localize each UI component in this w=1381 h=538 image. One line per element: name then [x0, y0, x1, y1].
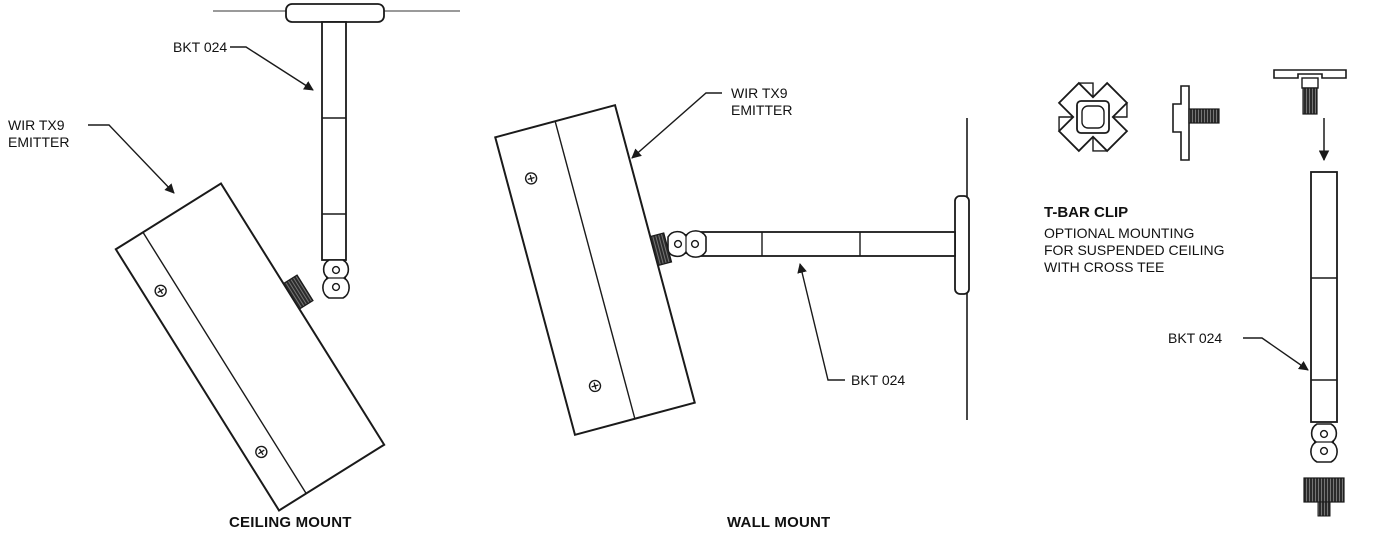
tbar-clip-side-view: [1172, 85, 1220, 161]
wall-bracket-label: BKT 024: [851, 372, 906, 388]
wall-emitter-label: WIR TX9 EMITTER: [731, 85, 793, 118]
arrow-icon: [88, 124, 175, 194]
arrow-icon: [1243, 337, 1309, 371]
tbar-clip-title: T-BAR CLIP: [1044, 204, 1129, 221]
ceiling-mount-caption: CEILING MOUNT: [229, 514, 352, 531]
knob-icon: [649, 232, 673, 267]
ceiling-emitter-label: WIR TX9 EMITTER: [8, 117, 70, 150]
swivel-joint-icon: [667, 230, 707, 258]
wall-bracket-arm: [697, 231, 956, 257]
tbar-clip-drawing: [1057, 69, 1347, 517]
wall-base-plate: [954, 195, 970, 295]
swivel-joint-icon: [322, 259, 350, 299]
arrow-icon: [631, 92, 722, 159]
wall-mount-caption: WALL MOUNT: [727, 514, 831, 531]
ceiling-base-plate: [285, 3, 385, 23]
tbar-clip-front-view: [1273, 69, 1347, 115]
ceiling-emitter-box: [114, 182, 386, 512]
ceiling-mount-drawing: [88, 3, 460, 512]
tbar-clip-description: OPTIONAL MOUNTING FOR SUSPENDED CEILING …: [1044, 225, 1225, 275]
ceiling-bracket-label: BKT 024: [173, 39, 228, 55]
arrow-icon: [797, 263, 845, 381]
knob-icon: [282, 274, 314, 310]
ceiling-bracket-arm: [321, 21, 347, 261]
right-bracket-arm: [1310, 171, 1338, 423]
arrow-icon: [230, 46, 314, 91]
wall-mount-drawing: [494, 92, 970, 437]
swivel-joint-icon: [1310, 423, 1338, 463]
wall-emitter-box: [494, 103, 696, 437]
knob-icon: [1303, 477, 1345, 503]
right-bracket-label: BKT 024: [1168, 330, 1223, 346]
